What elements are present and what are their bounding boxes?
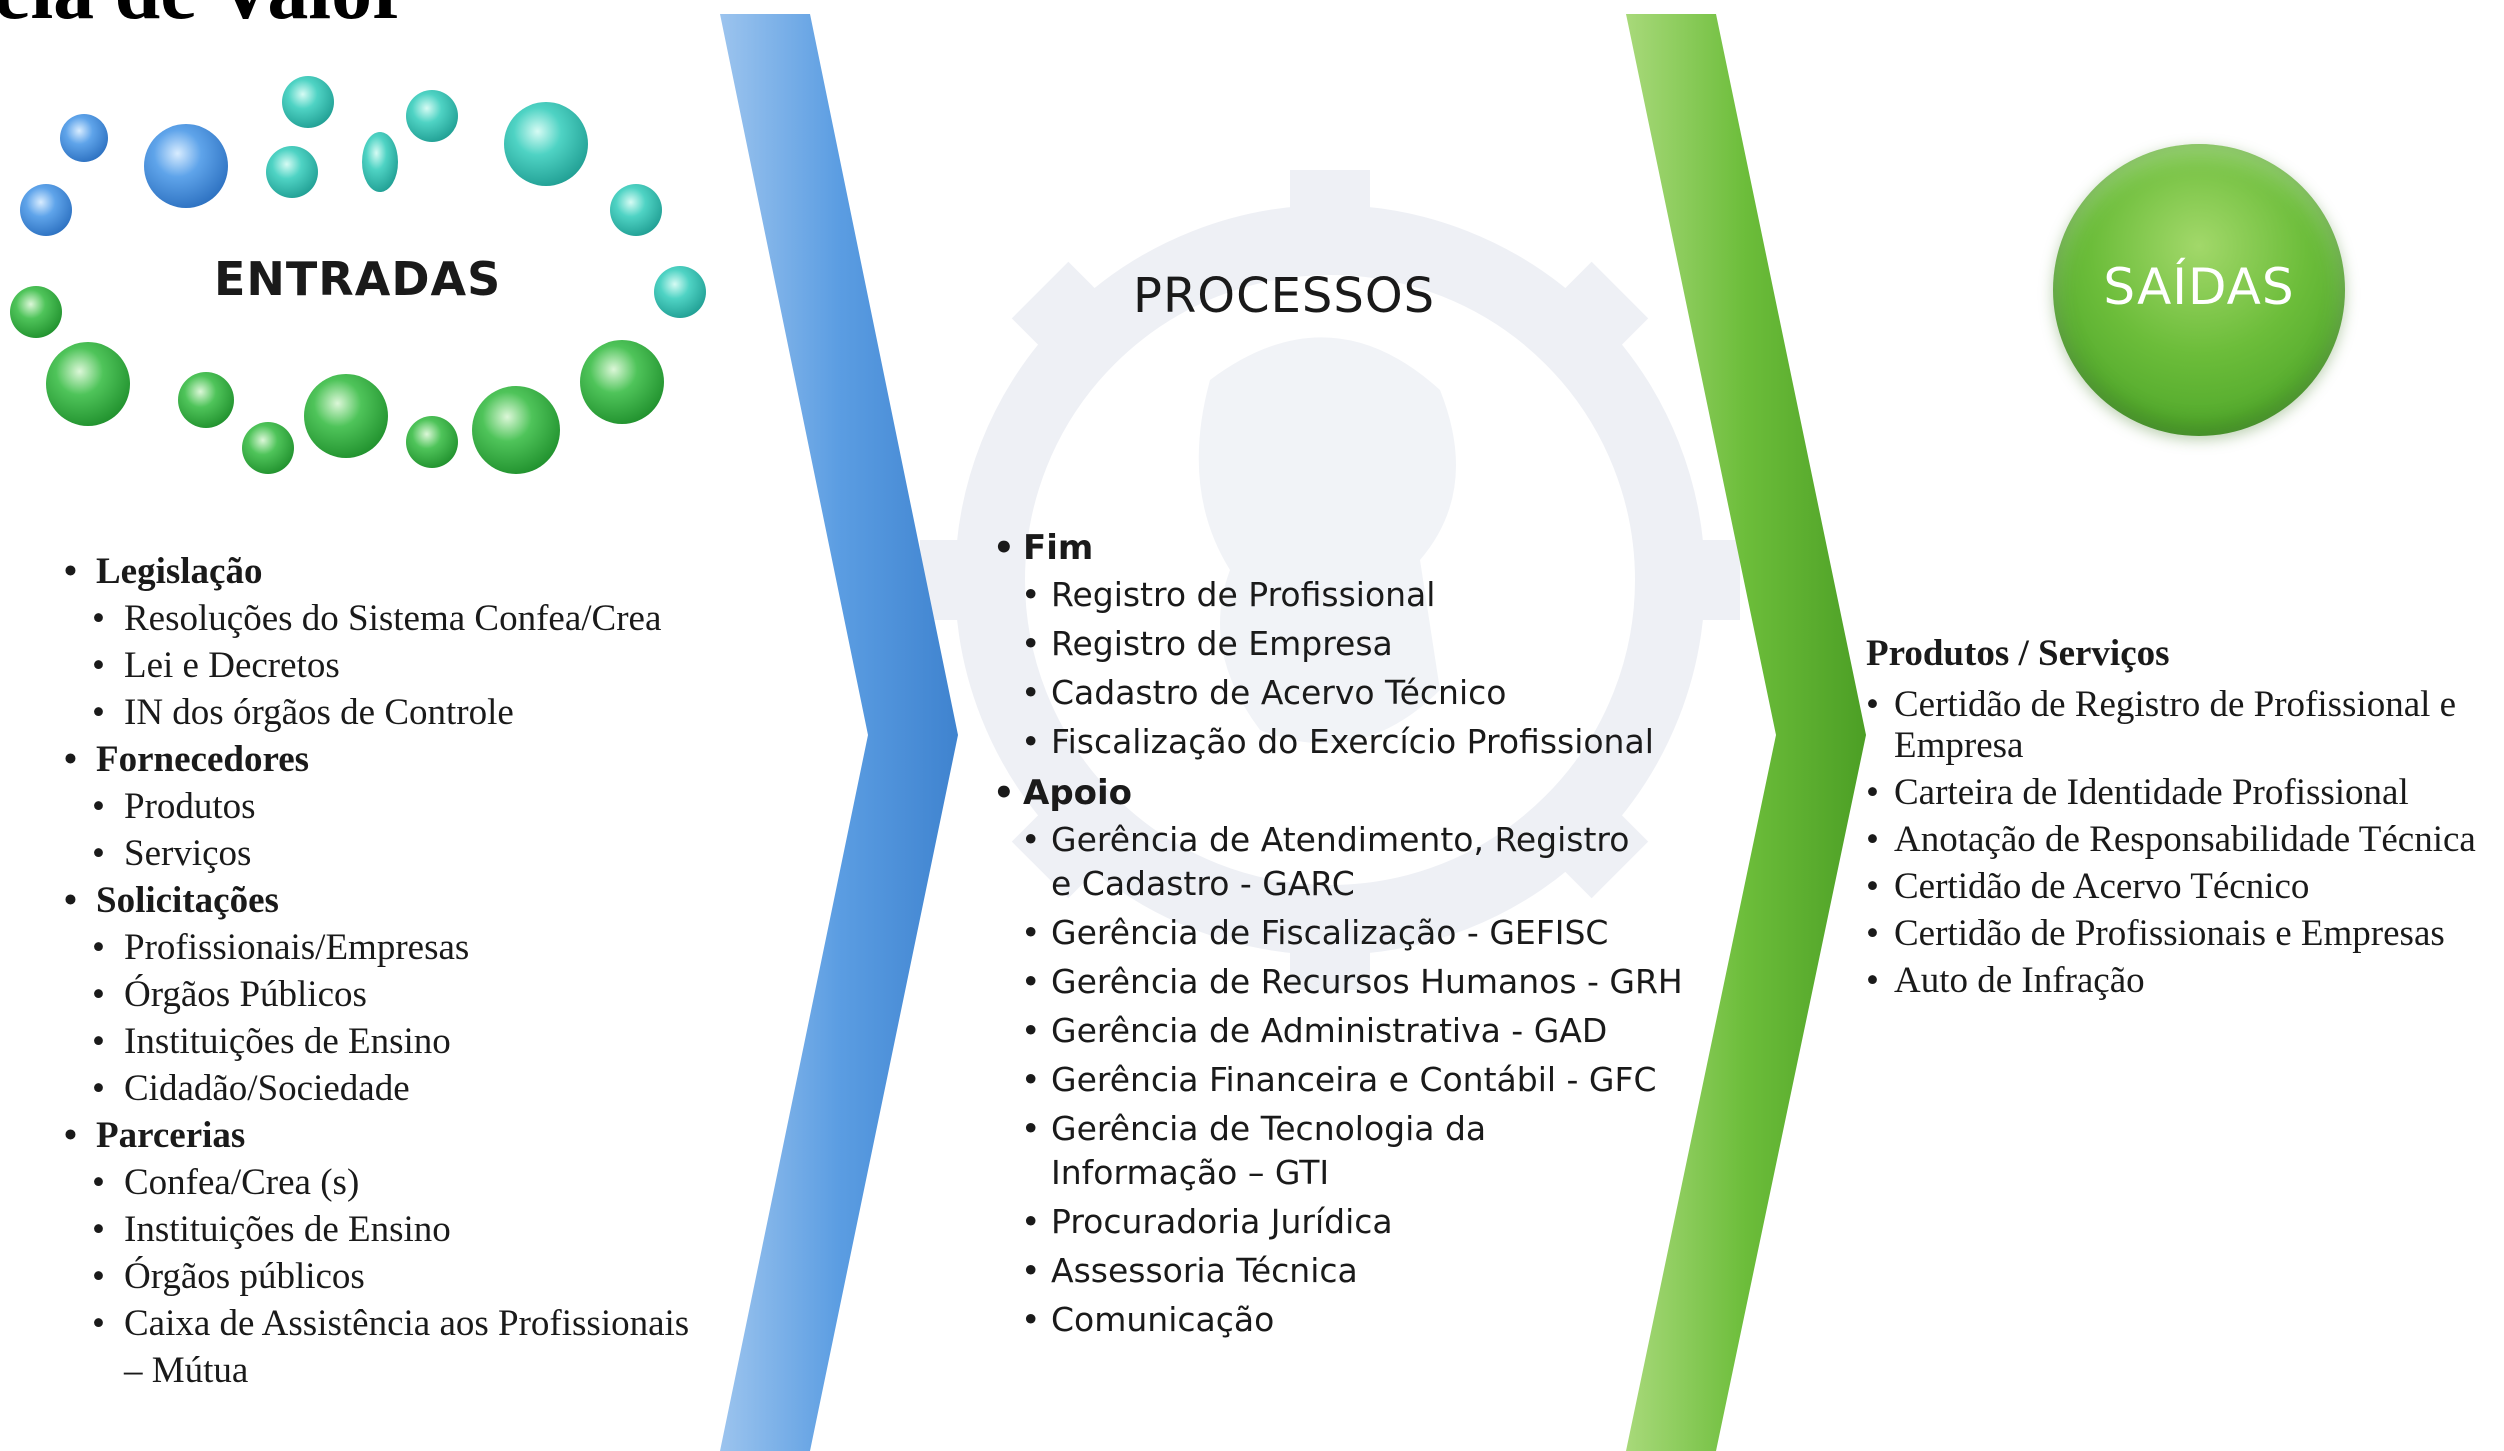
entradas-group-solicitacoes: Solicitações — [64, 877, 744, 924]
list-item: Órgãos públicos — [64, 1253, 744, 1300]
list-item: Gerência de Administrativa - GAD — [993, 1009, 1713, 1053]
green-chevron — [1626, 14, 1866, 1451]
list-item: IN dos órgãos de Controle — [64, 689, 744, 736]
list-item: Gerência de Atendimento, Registro e Cada… — [993, 818, 1651, 906]
processos-list: Fim Registro de Profissional Registro de… — [993, 524, 1713, 1347]
list-item: Carteira de Identidade Profissional — [1866, 772, 2504, 813]
list-item: Cidadão/Sociedade — [64, 1065, 744, 1112]
list-item: Cadastro de Acervo Técnico — [993, 671, 1713, 715]
list-item: Assessoria Técnica — [993, 1249, 1713, 1293]
list-item: Procuradoria Jurídica — [993, 1200, 1713, 1244]
list-item: Lei e Decretos — [64, 642, 744, 689]
list-item: Registro de Profissional — [993, 573, 1713, 617]
list-item: Produtos — [64, 783, 744, 830]
entradas-list: Legislação Resoluções do Sistema Confea/… — [64, 548, 744, 1394]
list-item: Caixa de Assistência aos Profissionais –… — [64, 1300, 744, 1394]
processos-label: PROCESSOS — [1133, 268, 1436, 324]
list-item: Comunicação — [993, 1298, 1713, 1342]
list-item: Gerência Financeira e Contábil - GFC — [993, 1058, 1713, 1102]
entradas-bubbles — [10, 76, 706, 474]
list-item: Auto de Infração — [1866, 960, 2504, 1001]
processos-group-apoio: Apoio — [993, 769, 1713, 818]
entradas-label: ENTRADAS — [214, 252, 502, 306]
list-item: Confea/Crea (s) — [64, 1159, 744, 1206]
list-item-line: – Mútua — [124, 1350, 249, 1391]
saidas-items: Certidão de Registro de Profissional e E… — [1866, 684, 2504, 1001]
list-item: Resoluções do Sistema Confea/Crea — [64, 595, 744, 642]
processos-group-fim: Fim — [993, 524, 1713, 573]
list-item: Órgãos Públicos — [64, 971, 744, 1018]
saidas-heading: Produtos / Serviços — [1866, 633, 2170, 674]
list-item: Gerência de Tecnologia da Informação – G… — [993, 1107, 1521, 1195]
list-item: Serviços — [64, 830, 744, 877]
saidas-label: SAÍDAS — [2103, 258, 2295, 316]
list-item: Certidão de Registro de Profissional e E… — [1866, 684, 2494, 766]
list-item: Certidão de Acervo Técnico — [1866, 866, 2504, 907]
blue-chevron — [720, 14, 958, 1451]
list-item: Certidão de Profissionais e Empresas — [1866, 913, 2504, 954]
entradas-group-parcerias: Parcerias — [64, 1112, 744, 1159]
list-item: Fiscalização do Exercício Profissional — [993, 720, 1713, 764]
list-item: Registro de Empresa — [993, 622, 1713, 666]
list-item: Profissionais/Empresas — [64, 924, 744, 971]
saidas-list: Produtos / Serviços Certidão de Registro… — [1866, 632, 2504, 1007]
saidas-circle — [2053, 144, 2345, 436]
list-item: Gerência de Recursos Humanos - GRH — [993, 960, 1713, 1004]
list-item-line: Caixa de Assistência aos Profissionais — [124, 1303, 690, 1344]
list-item: Instituições de Ensino — [64, 1018, 744, 1065]
entradas-group-fornecedores: Fornecedores — [64, 736, 744, 783]
list-item: Instituições de Ensino — [64, 1206, 744, 1253]
entradas-group-legislacao: Legislação — [64, 548, 744, 595]
list-item: Gerência de Fiscalização - GEFISC — [993, 911, 1713, 955]
page-title: eia de Valor — [0, 0, 409, 32]
list-item: Anotação de Responsabilidade Técnica — [1866, 819, 2504, 860]
